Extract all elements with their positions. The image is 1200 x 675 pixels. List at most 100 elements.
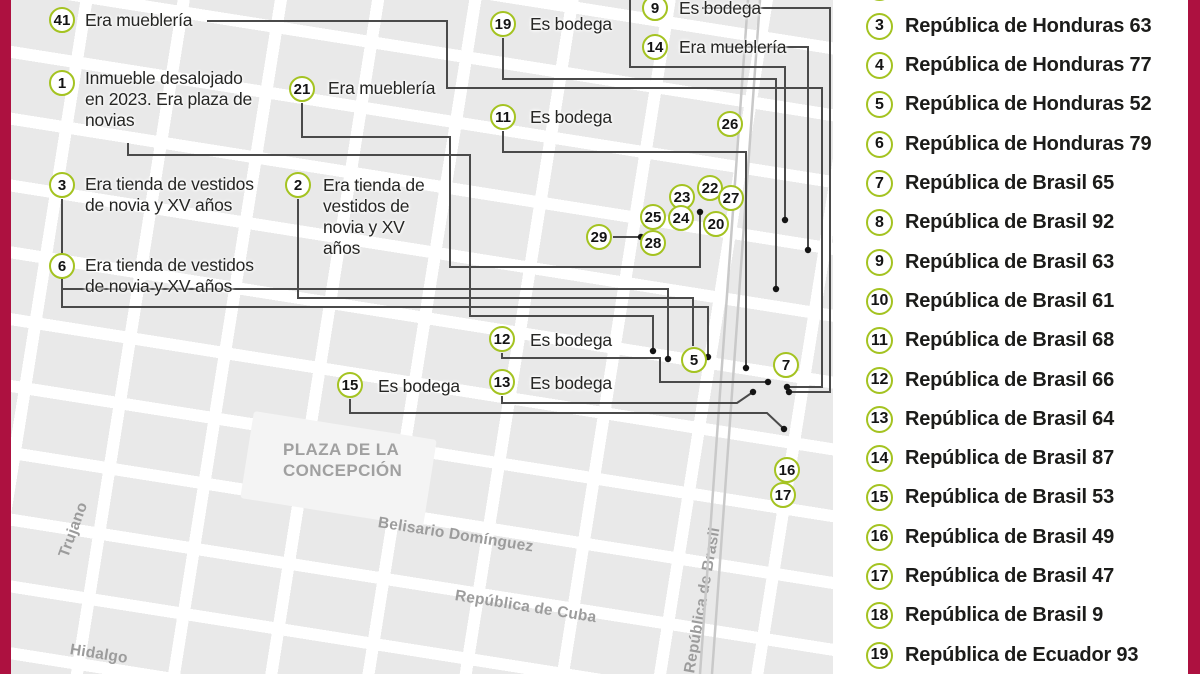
legend-item: 11 República de Brasil 68 [866,327,1115,355]
callout-marker: 1 [49,70,75,96]
legend-item-label: República de Brasil 9 [905,604,1104,627]
callout-number: 11 [490,104,516,130]
map-marker: 16 [774,457,800,483]
legend-item: 18 República de Brasil 9 [866,602,1104,630]
legend-item: 9 República de Brasil 63 [866,248,1115,276]
legend-item-label: República de Brasil 63 [905,250,1115,273]
callout-number: 2 [285,172,311,198]
legend-item: 12 República de Brasil 66 [866,366,1115,394]
map-marker-number: 17 [770,482,796,508]
callout-label: Es bodega [679,0,761,19]
legend-item: 15 República de Brasil 53 [866,484,1115,512]
map-marker-number: 16 [774,457,800,483]
legend-item-number: 18 [866,602,893,630]
legend-item-label: República de Honduras 52 [905,93,1152,116]
map-marker-number: 7 [773,352,799,378]
legend-item-number: 16 [866,523,893,551]
callout-marker: 41 [49,7,75,33]
callout-marker: 15 [337,372,363,398]
map-marker-number: 29 [586,224,612,250]
callout-label-line: Inmueble desalojado [85,68,243,88]
callout-label-line: Es bodega [530,330,612,350]
callout-label: Era mueblería [85,10,193,31]
legend-item-label: República de Honduras 63 [905,14,1152,37]
callout-label-line: de novia y XV años [85,276,233,296]
callout-label-line: Era tienda de [323,175,425,195]
legend-item-number: 13 [866,405,893,433]
legend-item-number: 3 [866,12,893,40]
callout-number: 15 [337,372,363,398]
legend-item-number: 4 [866,52,893,80]
callout-marker: 14 [642,34,668,60]
callout-number: 14 [642,34,668,60]
legend-item-number: 15 [866,484,893,512]
map-marker: 7 [773,352,799,378]
right-accent-bar [1188,0,1200,674]
legend-item-label: República de Brasil 66 [905,368,1115,391]
legend-item: 3 República de Honduras 63 [866,12,1152,40]
legend-item-number: 7 [866,170,893,197]
callout-number: 9 [642,0,668,21]
map-marker: 27 [718,185,744,211]
left-accent-bar [0,0,11,674]
callout-label-line: Es bodega [530,14,612,34]
legend-item-number: 12 [866,366,893,394]
callout-label: Es bodega [530,330,612,351]
legend-item-number: 19 [866,641,893,669]
legend-item-label: República de Honduras 79 [905,132,1152,155]
callout-label: Era mueblería [679,37,787,58]
callout-label-line: de novia y XV años [85,195,233,215]
legend-item: 8 República de Brasil 92 [866,209,1115,237]
callout-label-line: en 2023. Era plaza de [85,89,253,109]
map-marker-number: 28 [640,230,666,256]
callout-label-line: años [323,238,361,258]
legend-item-number: 11 [866,327,893,355]
callout-label-line: Es bodega [378,376,460,396]
callout-label-line: novias [85,110,135,130]
callout-label-line: Es bodega [530,107,612,127]
legend-item: 16 República de Brasil 49 [866,523,1115,551]
map-marker: 28 [640,230,666,256]
legend-item: 7 República de Brasil 65 [866,170,1114,197]
map-marker-number: 26 [717,111,743,137]
legend-item-number: 8 [866,209,893,237]
legend-item-number: 10 [866,287,893,315]
map-marker: 25 [640,204,666,230]
callout-label-line: Era tienda de vestidos [85,255,254,275]
legend-item-number: 9 [866,248,893,276]
callout-marker: 11 [490,104,516,130]
legend-item-number: 2 [866,0,893,1]
legend-item: 13 República de Brasil 64 [866,405,1115,433]
legend-item-label: República de Brasil 49 [905,525,1115,548]
callout-number: 1 [49,70,75,96]
plaza-label-line: PLAZA DE LA [283,440,400,459]
callout-number: 19 [490,11,516,37]
callout-label-line: Era mueblería [328,78,436,98]
callout-marker: 13 [489,369,515,395]
legend-item-number: 14 [866,445,893,473]
map-marker: 24 [668,205,694,231]
legend-item-label: República de Brasil 92 [905,211,1115,234]
legend-item-number: 17 [866,563,893,590]
legend-item-label: República de Brasil 64 [905,407,1115,430]
callout-number: 6 [49,253,75,279]
legend-item-label: República de Brasil 68 [905,329,1115,352]
callout-number: 41 [49,7,75,33]
map-marker-number: 24 [668,205,694,231]
callout-label: Es bodega [530,373,612,394]
callout-label-line: novia y XV [323,217,405,237]
callout-label: Es bodega [378,376,460,397]
callout-label: Era mueblería [328,78,436,99]
legend-item-label: República de Brasil 53 [905,486,1115,509]
legend-item-label: República de Brasil 65 [905,172,1115,194]
